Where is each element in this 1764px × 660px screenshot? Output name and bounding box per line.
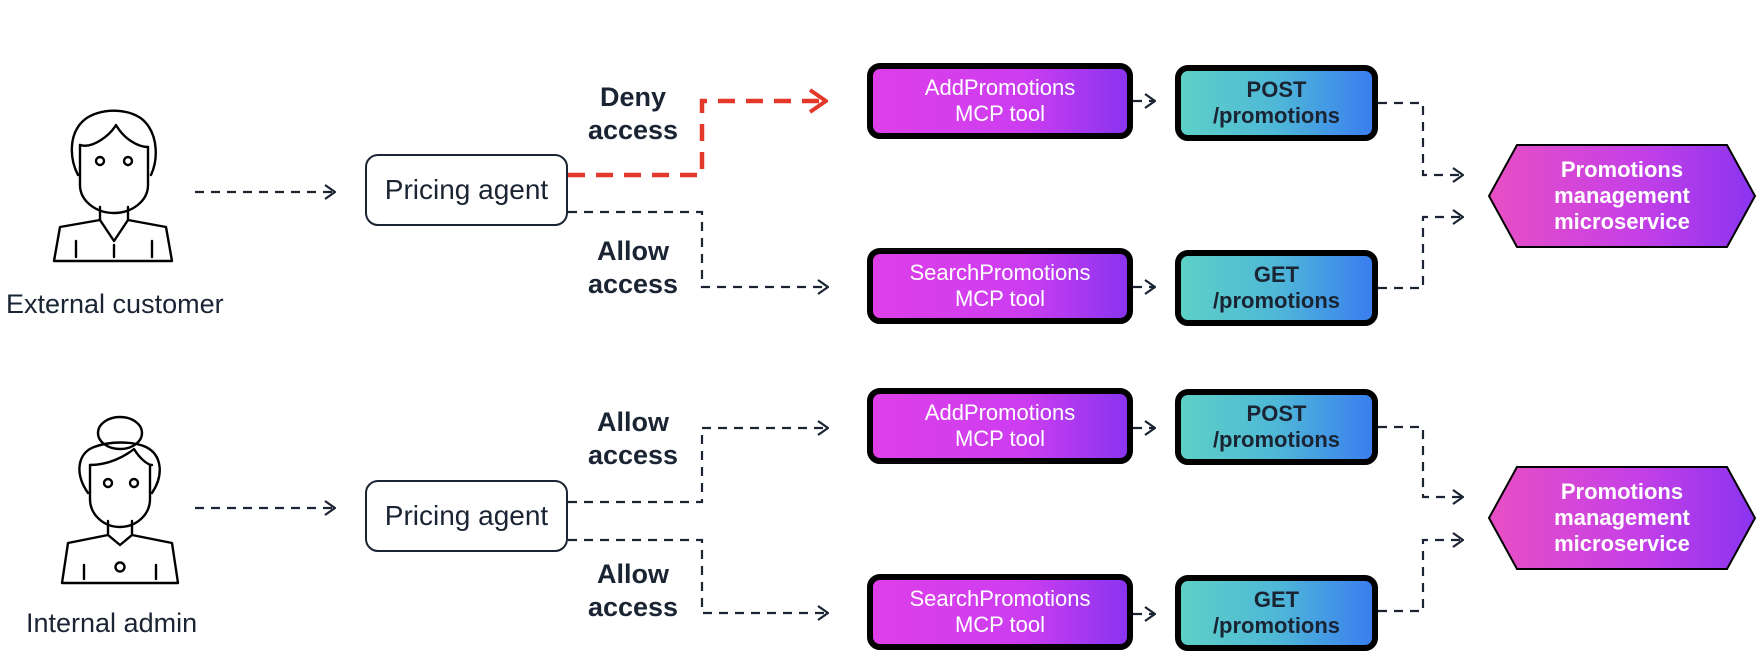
post-to-service-arrow-bottom (1378, 425, 1463, 497)
hexagon-shape (1487, 466, 1757, 570)
internal-admin-label: Internal admin (26, 608, 198, 638)
allow-access-label-bottom-2: Allow access (587, 559, 679, 622)
microservice-label-top: Promotions management microservice (1554, 157, 1690, 234)
deny-add-arrow (568, 101, 826, 178)
post-promotions-api-bottom: POST /promotions (1175, 389, 1378, 465)
allow-access-label-bottom-1: Allow access (587, 407, 679, 470)
get-to-service-arrow-bottom (1378, 540, 1463, 613)
search-promotions-tool-top: SearchPromotions MCP tool (867, 248, 1133, 324)
post-promotions-api-top: POST /promotions (1175, 65, 1378, 141)
post-to-service-arrow-top (1378, 101, 1463, 175)
promotions-microservice-bottom: Promotions management microservice (1487, 465, 1757, 571)
get-to-service-arrow-top (1378, 217, 1463, 290)
add-promotions-tool-bottom: AddPromotions MCP tool (867, 388, 1133, 464)
customer-icon (52, 109, 174, 263)
pricing-agent-bottom: Pricing agent (365, 480, 568, 552)
hexagon-shape (1487, 144, 1757, 248)
allow-search-arrow-top (568, 210, 828, 287)
microservice-label-bottom: Promotions management microservice (1554, 479, 1690, 556)
allow-search-arrow-bottom (568, 538, 828, 613)
add-promotions-tool-top: AddPromotions MCP tool (867, 63, 1133, 139)
pricing-agent-top: Pricing agent (365, 154, 568, 226)
allow-add-arrow-bottom (568, 428, 828, 504)
admin-icon (60, 415, 180, 585)
external-customer-label: External customer (6, 289, 224, 319)
search-promotions-tool-bottom: SearchPromotions MCP tool (867, 574, 1133, 650)
promotions-microservice-top: Promotions management microservice (1487, 143, 1757, 249)
get-promotions-api-bottom: GET /promotions (1175, 575, 1378, 651)
allow-access-label-top: Allow access (587, 236, 679, 299)
deny-access-label-top: Deny access (587, 82, 679, 145)
get-promotions-api-top: GET /promotions (1175, 250, 1378, 326)
